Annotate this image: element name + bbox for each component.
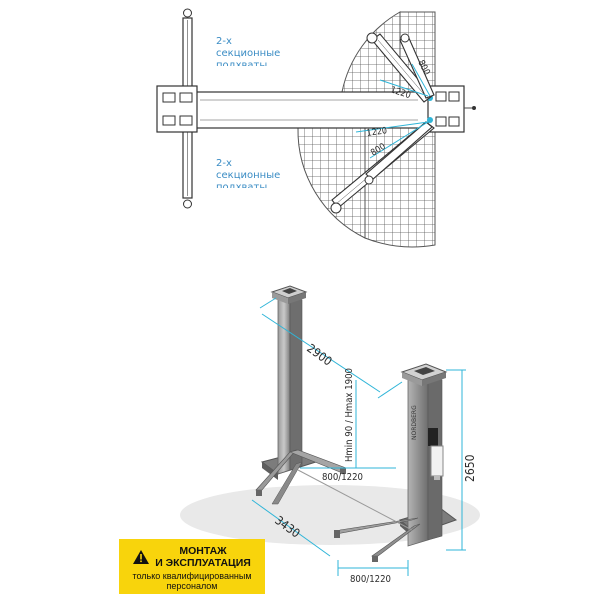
dim-2900: 2900 xyxy=(304,341,335,369)
bottom-note-label: 2-х секционные подхваты xyxy=(216,158,281,188)
warning-banner: МОНТАЖ И ЭКСПЛУАТАЦИЯ только квалифициро… xyxy=(119,539,265,594)
dim-hmin-hmax: Hmin 90 / Hmax 1900 xyxy=(344,368,355,462)
left-arms xyxy=(255,449,347,505)
pump-unit xyxy=(428,428,438,446)
warning-triangle-icon xyxy=(133,550,150,564)
left-column-front xyxy=(277,295,291,475)
isometric-view: NORDBERG xyxy=(180,285,480,585)
swing-zone-bottom xyxy=(297,127,366,239)
brand-label: NORDBERG xyxy=(411,405,418,440)
dim-800-1220-mid: 800/1220 xyxy=(322,472,363,483)
top-view: 1220 800 1220 800 2-х секционные подхват… xyxy=(156,8,476,248)
arm-top xyxy=(366,32,435,103)
arm-bottom xyxy=(330,121,435,214)
left-post-block xyxy=(156,85,198,133)
dim-bottom-1220: 1220 xyxy=(366,126,388,139)
warning-sub-2: персоналом xyxy=(166,581,218,591)
iso-dimension-lines xyxy=(251,297,466,576)
pivot-bottom xyxy=(427,117,433,123)
warning-title-1: МОНТАЖ xyxy=(179,545,227,557)
bottom-end-pin xyxy=(183,199,192,209)
cross-beam xyxy=(171,91,435,129)
dim-2650: 2650 xyxy=(463,454,477,482)
warning-title-2: И ЭКСПЛУАТАЦИЯ xyxy=(155,557,251,569)
top-note-label: 2-х секционные подхваты xyxy=(216,36,281,66)
top-end-pin xyxy=(183,8,192,18)
dim-800-1220-bottom: 800/1220 xyxy=(350,574,391,585)
warning-sub-1: только квалифицированным xyxy=(132,571,252,581)
